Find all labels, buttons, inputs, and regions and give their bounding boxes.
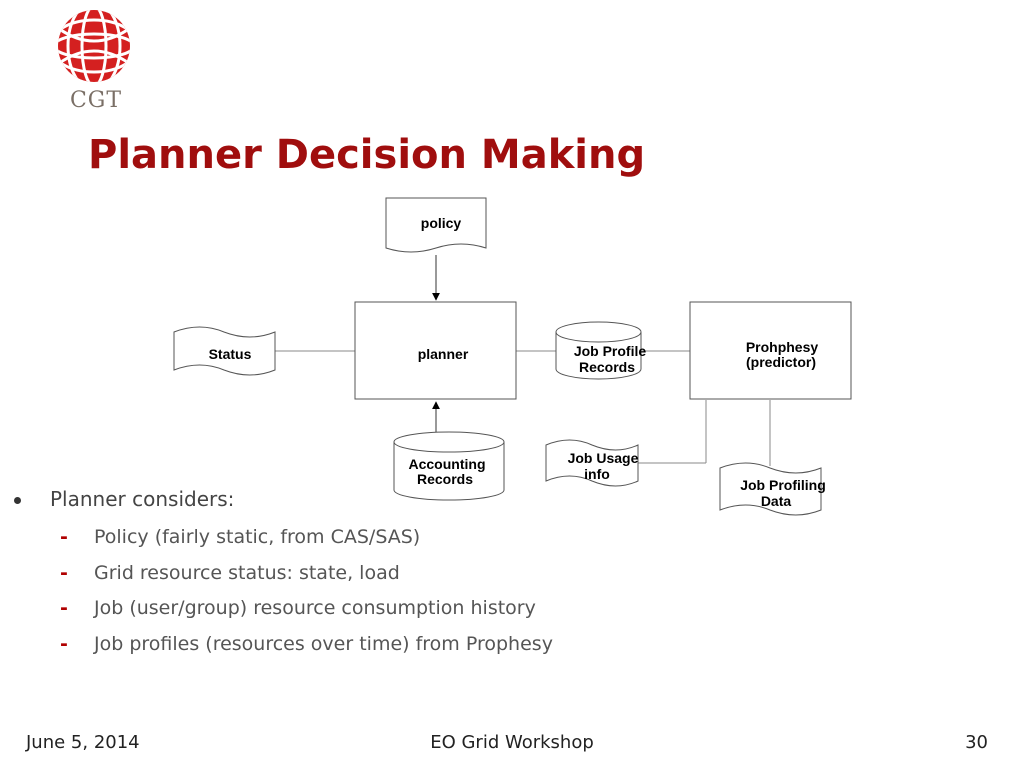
- cgt-logo: CGT: [56, 8, 132, 118]
- sub-bullet-text: Job (user/group) resource consumption hi…: [94, 597, 536, 619]
- footer-event: EO Grid Workshop: [430, 732, 594, 753]
- sub-bullet-item: - Job profiles (resources over time) from…: [8, 629, 908, 665]
- bullet-list: Planner considers: - Policy (fairly stati…: [8, 484, 908, 664]
- slide-title: Planner Decision Making: [88, 132, 646, 178]
- job-profiling-data-label-2: Data: [761, 493, 792, 509]
- sub-bullet-text: Job profiles (resources over time) from …: [94, 632, 553, 655]
- dash-icon: -: [60, 632, 68, 655]
- status-label: Status: [209, 346, 252, 362]
- planner-label: planner: [418, 346, 469, 362]
- logo-text: CGT: [69, 88, 123, 113]
- status-document: Status: [173, 326, 276, 376]
- sub-bullet-text: Grid resource status: state, load: [94, 561, 400, 584]
- prophesy-box: Prohphesy (predictor): [689, 301, 852, 400]
- prophesy-label-2: (predictor): [746, 354, 816, 370]
- footer-date: June 5, 2014: [26, 732, 140, 753]
- job-profiling-data-document: Job Profiling Data: [719, 462, 826, 516]
- accounting-records-cylinder: Accounting Records: [393, 431, 505, 501]
- job-usage-info-document: Job Usage info: [545, 439, 639, 487]
- sub-bullet-item: - Grid resource status: state, load: [8, 558, 908, 594]
- dash-icon: -: [60, 561, 68, 584]
- planner-box: planner: [354, 301, 517, 400]
- dash-icon: -: [60, 526, 68, 548]
- sub-bullet-list: - Policy (fairly static, from CAS/SAS) - G…: [8, 522, 908, 664]
- connector-lines: [275, 350, 771, 466]
- job-profile-records-label-1: Job Profile: [574, 343, 647, 359]
- footer-page-number: 30: [965, 732, 988, 753]
- sub-bullet-item: - Job (user/group) resource consumption h…: [8, 593, 908, 629]
- bullet-dot-icon: [14, 497, 21, 504]
- job-profile-records-label-2: Records: [579, 359, 635, 375]
- sub-bullet-item: - Policy (fairly static, from CAS/SAS): [8, 522, 908, 558]
- policy-label: policy: [421, 215, 462, 231]
- bullet-main-item: Planner considers:: [8, 484, 908, 516]
- policy-document: policy: [385, 197, 487, 253]
- prophesy-label-1: Prohphesy: [746, 339, 819, 355]
- accounting-records-label-1: Accounting: [409, 456, 486, 472]
- sub-bullet-text: Policy (fairly static, from CAS/SAS): [94, 526, 421, 548]
- job-usage-info-label-1: Job Usage: [568, 450, 639, 466]
- job-profile-records-cylinder: Job Profile Records: [555, 321, 647, 380]
- accounting-records-label-2: Records: [417, 471, 473, 487]
- dash-icon: -: [60, 597, 68, 619]
- bullet-main-text: Planner considers:: [50, 487, 235, 511]
- globe-logo-icon: [58, 10, 130, 82]
- job-profiling-data-label-1: Job Profiling: [740, 477, 826, 493]
- job-usage-info-label-2: info: [584, 466, 610, 482]
